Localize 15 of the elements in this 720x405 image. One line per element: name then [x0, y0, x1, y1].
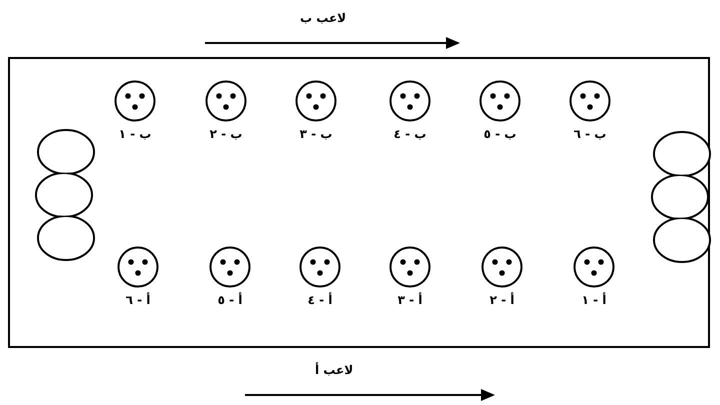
pit-label: أ - ٥ [218, 293, 242, 307]
pit-label: أ - ٤ [308, 293, 332, 307]
pit-label: ب - ٦ [574, 127, 606, 141]
pit-label: ب - ٤ [394, 127, 426, 141]
pit-label: أ - ٢ [490, 293, 514, 307]
pit-label: ب - ٥ [484, 127, 516, 141]
board-box [8, 57, 710, 348]
player-label: لاعب أ [315, 363, 354, 377]
pit-label: أ - ٦ [126, 293, 150, 307]
pit-label: أ - ١ [582, 293, 606, 307]
pit-label: ب - ٣ [300, 127, 332, 141]
pit-label: ب - ١ [118, 127, 152, 141]
player-label: لاعب ب [300, 11, 346, 25]
pit-label: ب - ٢ [210, 127, 242, 141]
pit-label: أ - ٣ [398, 293, 422, 307]
